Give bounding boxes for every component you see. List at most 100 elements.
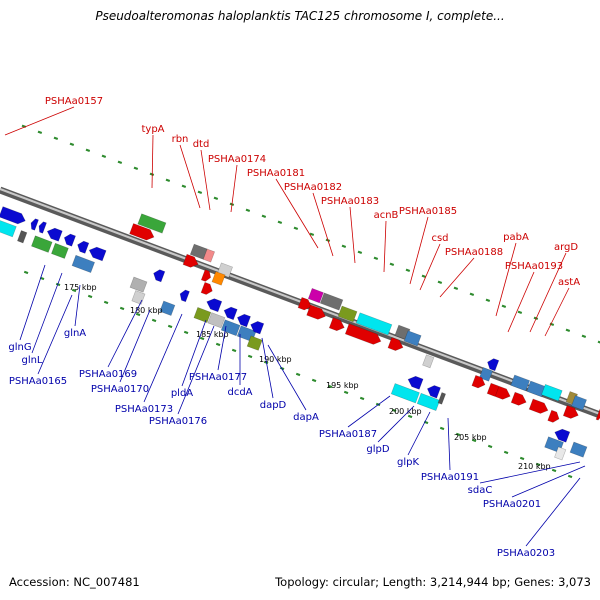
gene-block[interactable] (129, 276, 148, 293)
gene-block[interactable] (422, 354, 435, 369)
gene-arrow-reverse[interactable] (222, 305, 238, 321)
gene-label-top[interactable]: PSHAa0181 (247, 168, 305, 179)
gene-block[interactable] (207, 312, 226, 329)
gene-label-top[interactable]: acnB (374, 210, 399, 221)
gene-block[interactable] (569, 441, 588, 458)
gene-label-top[interactable]: pabA (503, 232, 529, 243)
gene-block[interactable] (211, 271, 226, 286)
gene-arrow-reverse[interactable] (45, 226, 63, 242)
gene-label-bottom[interactable]: PSHAa0165 (9, 376, 67, 387)
gene-arrow-forward[interactable] (129, 223, 156, 242)
gene-arrow-forward[interactable] (528, 398, 550, 416)
gene-arrow-reverse[interactable] (406, 374, 424, 390)
gene-arrow-reverse[interactable] (425, 384, 441, 399)
gene-block[interactable] (31, 235, 53, 253)
gene-block[interactable] (478, 367, 493, 382)
gene-label-top[interactable]: argD (554, 242, 578, 253)
gene-arrow-reverse[interactable] (62, 232, 76, 247)
gene-label-top[interactable]: typA (141, 124, 164, 135)
gene-label-bottom[interactable]: pldA (171, 388, 193, 399)
gene-label-top[interactable]: PSHAa0193 (505, 261, 563, 272)
gene-label-bottom[interactable]: PSHAa0203 (497, 548, 555, 559)
gene-label-top[interactable]: PSHAa0183 (321, 196, 379, 207)
gene-arrow-forward[interactable] (182, 253, 200, 269)
gene-label-bottom[interactable]: glpK (397, 457, 419, 468)
gene-block[interactable] (355, 312, 393, 336)
gene-arrow-reverse[interactable] (37, 221, 47, 234)
gene-block[interactable] (571, 395, 587, 411)
gene-label-bottom[interactable]: PSHAa0173 (115, 404, 173, 415)
gene-label-bottom[interactable]: glnL (21, 355, 42, 366)
gene-arrow-reverse[interactable] (87, 245, 107, 262)
gene-label-top[interactable]: astA (558, 277, 580, 288)
gene-label-top[interactable]: PSHAa0182 (284, 182, 342, 193)
gene-block[interactable] (307, 287, 324, 304)
gene-block[interactable] (131, 290, 146, 305)
gene-arrow-reverse[interactable] (152, 268, 166, 283)
gene-arrow-forward[interactable] (510, 391, 528, 407)
gene-label-bottom[interactable]: PSHAa0201 (483, 499, 541, 510)
gene-label-top[interactable]: PSHAa0185 (399, 206, 457, 217)
gene-block[interactable] (337, 305, 358, 323)
gene-arrow-forward[interactable] (562, 404, 580, 420)
gene-block[interactable] (202, 248, 216, 263)
gene-label-bottom[interactable]: sdaC (468, 485, 493, 496)
gene-label-bottom[interactable]: dapD (260, 400, 287, 411)
gene-arrow-forward[interactable] (344, 323, 383, 347)
gene-arrow-reverse[interactable] (553, 427, 571, 443)
gene-arrow-forward[interactable] (494, 385, 512, 401)
gene-label-top[interactable]: rbn (172, 134, 189, 145)
gene-label-top[interactable]: csd (431, 233, 448, 244)
tick-mark (101, 154, 107, 159)
gene-label-top[interactable]: PSHAa0174 (208, 154, 266, 165)
gene-label-bottom[interactable]: dapA (293, 412, 319, 423)
gene-arrow-forward[interactable] (471, 374, 487, 390)
gene-block[interactable] (319, 292, 344, 311)
gene-block[interactable] (390, 383, 420, 404)
gene-arrow-reverse[interactable] (235, 312, 251, 328)
gene-label-bottom[interactable]: dcdA (227, 387, 252, 398)
gene-arrow-forward[interactable] (306, 304, 328, 322)
gene-block[interactable] (0, 217, 17, 238)
gene-arrow-forward[interactable] (297, 296, 313, 312)
gene-block[interactable] (246, 335, 263, 351)
gene-arrow-forward[interactable] (200, 281, 214, 296)
gene-block[interactable] (437, 392, 447, 405)
gene-arrow-reverse[interactable] (76, 240, 90, 254)
gene-block[interactable] (554, 446, 567, 461)
gene-arrow-reverse[interactable] (178, 289, 190, 303)
gene-label-bottom[interactable]: PSHAa0187 (319, 429, 377, 440)
gene-arrow-forward[interactable] (387, 337, 405, 352)
gene-arrow-forward[interactable] (547, 409, 561, 424)
gene-arrow-reverse[interactable] (29, 218, 39, 231)
gene-block[interactable] (51, 242, 69, 259)
gene-block[interactable] (193, 307, 212, 324)
gene-arrow-forward[interactable] (328, 317, 346, 333)
gene-label-bottom[interactable]: PSHAa0191 (421, 472, 479, 483)
gene-label-bottom[interactable]: PSHAa0169 (79, 369, 137, 380)
gene-label-bottom[interactable]: glnG (8, 342, 31, 353)
gene-block[interactable] (541, 383, 563, 402)
gene-block[interactable] (526, 380, 547, 398)
gene-block[interactable] (220, 319, 241, 337)
gene-label-top[interactable]: PSHAa0157 (45, 96, 103, 107)
gene-label-top[interactable]: PSHAa0188 (445, 247, 503, 258)
gene-block[interactable] (159, 300, 176, 316)
gene-block[interactable] (403, 330, 422, 347)
gene-block[interactable] (510, 374, 531, 392)
gene-arrow-reverse[interactable] (249, 319, 265, 335)
gene-block[interactable] (137, 213, 167, 234)
gene-arrow-reverse[interactable] (205, 297, 223, 313)
gene-label-bottom[interactable]: glpD (366, 444, 389, 455)
gene-arrow-reverse[interactable] (486, 357, 500, 372)
gene-arrow-forward[interactable] (0, 206, 27, 226)
gene-label-bottom[interactable]: PSHAa0177 (189, 372, 247, 383)
gene-block[interactable] (17, 230, 28, 244)
gene-label-bottom[interactable]: PSHAa0176 (149, 416, 207, 427)
gene-label-bottom[interactable]: PSHAa0170 (91, 384, 149, 395)
gene-label-bottom[interactable]: glnA (64, 328, 86, 339)
gene-block[interactable] (416, 392, 441, 412)
gene-block[interactable] (71, 254, 95, 274)
gene-arrow-forward[interactable] (200, 269, 212, 283)
gene-label-top[interactable]: dtd (193, 139, 210, 150)
